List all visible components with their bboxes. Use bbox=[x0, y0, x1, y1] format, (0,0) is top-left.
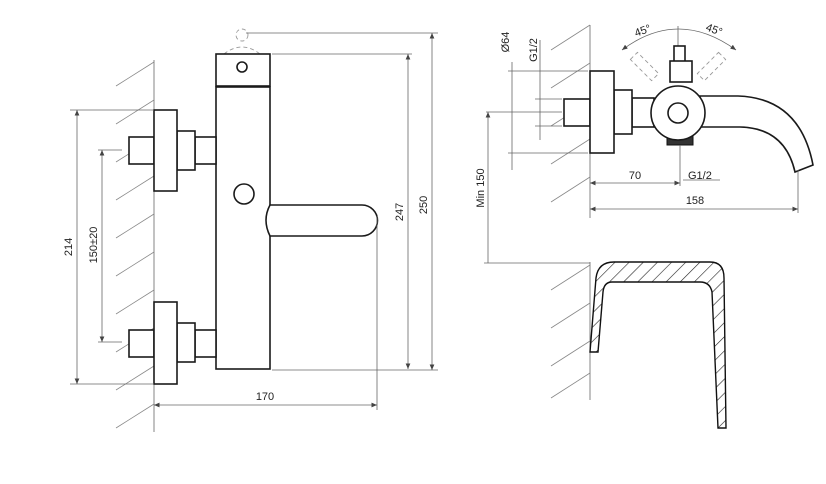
dim-min-height: Min 150 bbox=[475, 168, 487, 207]
side-dimensions: Ø64 G1/2 Min 150 70 G1/2 158 bbox=[475, 32, 799, 264]
wall-side bbox=[550, 24, 591, 400]
spout bbox=[699, 95, 814, 174]
diverter-knob bbox=[669, 45, 693, 83]
dim-250: 250 bbox=[418, 196, 430, 214]
mixer-body bbox=[215, 86, 271, 370]
dim-thread-bottom: G1/2 bbox=[688, 170, 712, 182]
lever bbox=[265, 204, 379, 237]
dim-247: 247 bbox=[394, 203, 406, 221]
button bbox=[233, 183, 255, 205]
upper-connector bbox=[128, 109, 217, 192]
front-dimensions: 214 150±20 170 247 250 bbox=[63, 32, 438, 410]
side-connector bbox=[563, 70, 655, 154]
dim-214: 214 bbox=[63, 238, 75, 256]
side-view: 45° 45° Ø64 G1/2 Min 150 70 G1/2 bbox=[475, 22, 814, 429]
dim-thread-top: G1/2 bbox=[528, 38, 540, 62]
lower-connector bbox=[128, 301, 217, 385]
body-cap bbox=[667, 102, 689, 124]
dim-158: 158 bbox=[686, 195, 704, 207]
dim-170: 170 bbox=[256, 391, 274, 403]
thermostat-knob bbox=[215, 28, 271, 87]
angle-right: 45° bbox=[704, 22, 724, 39]
handle-rotation-range: 45° 45° bbox=[621, 22, 737, 82]
dim-150: 150±20 bbox=[88, 227, 100, 264]
front-view: 214 150±20 170 247 250 bbox=[63, 28, 438, 432]
dim-70: 70 bbox=[629, 170, 641, 182]
bathtub-section bbox=[589, 261, 727, 429]
wall-front bbox=[115, 60, 155, 432]
angle-left: 45° bbox=[633, 23, 653, 40]
dim-diameter: Ø64 bbox=[500, 32, 512, 53]
